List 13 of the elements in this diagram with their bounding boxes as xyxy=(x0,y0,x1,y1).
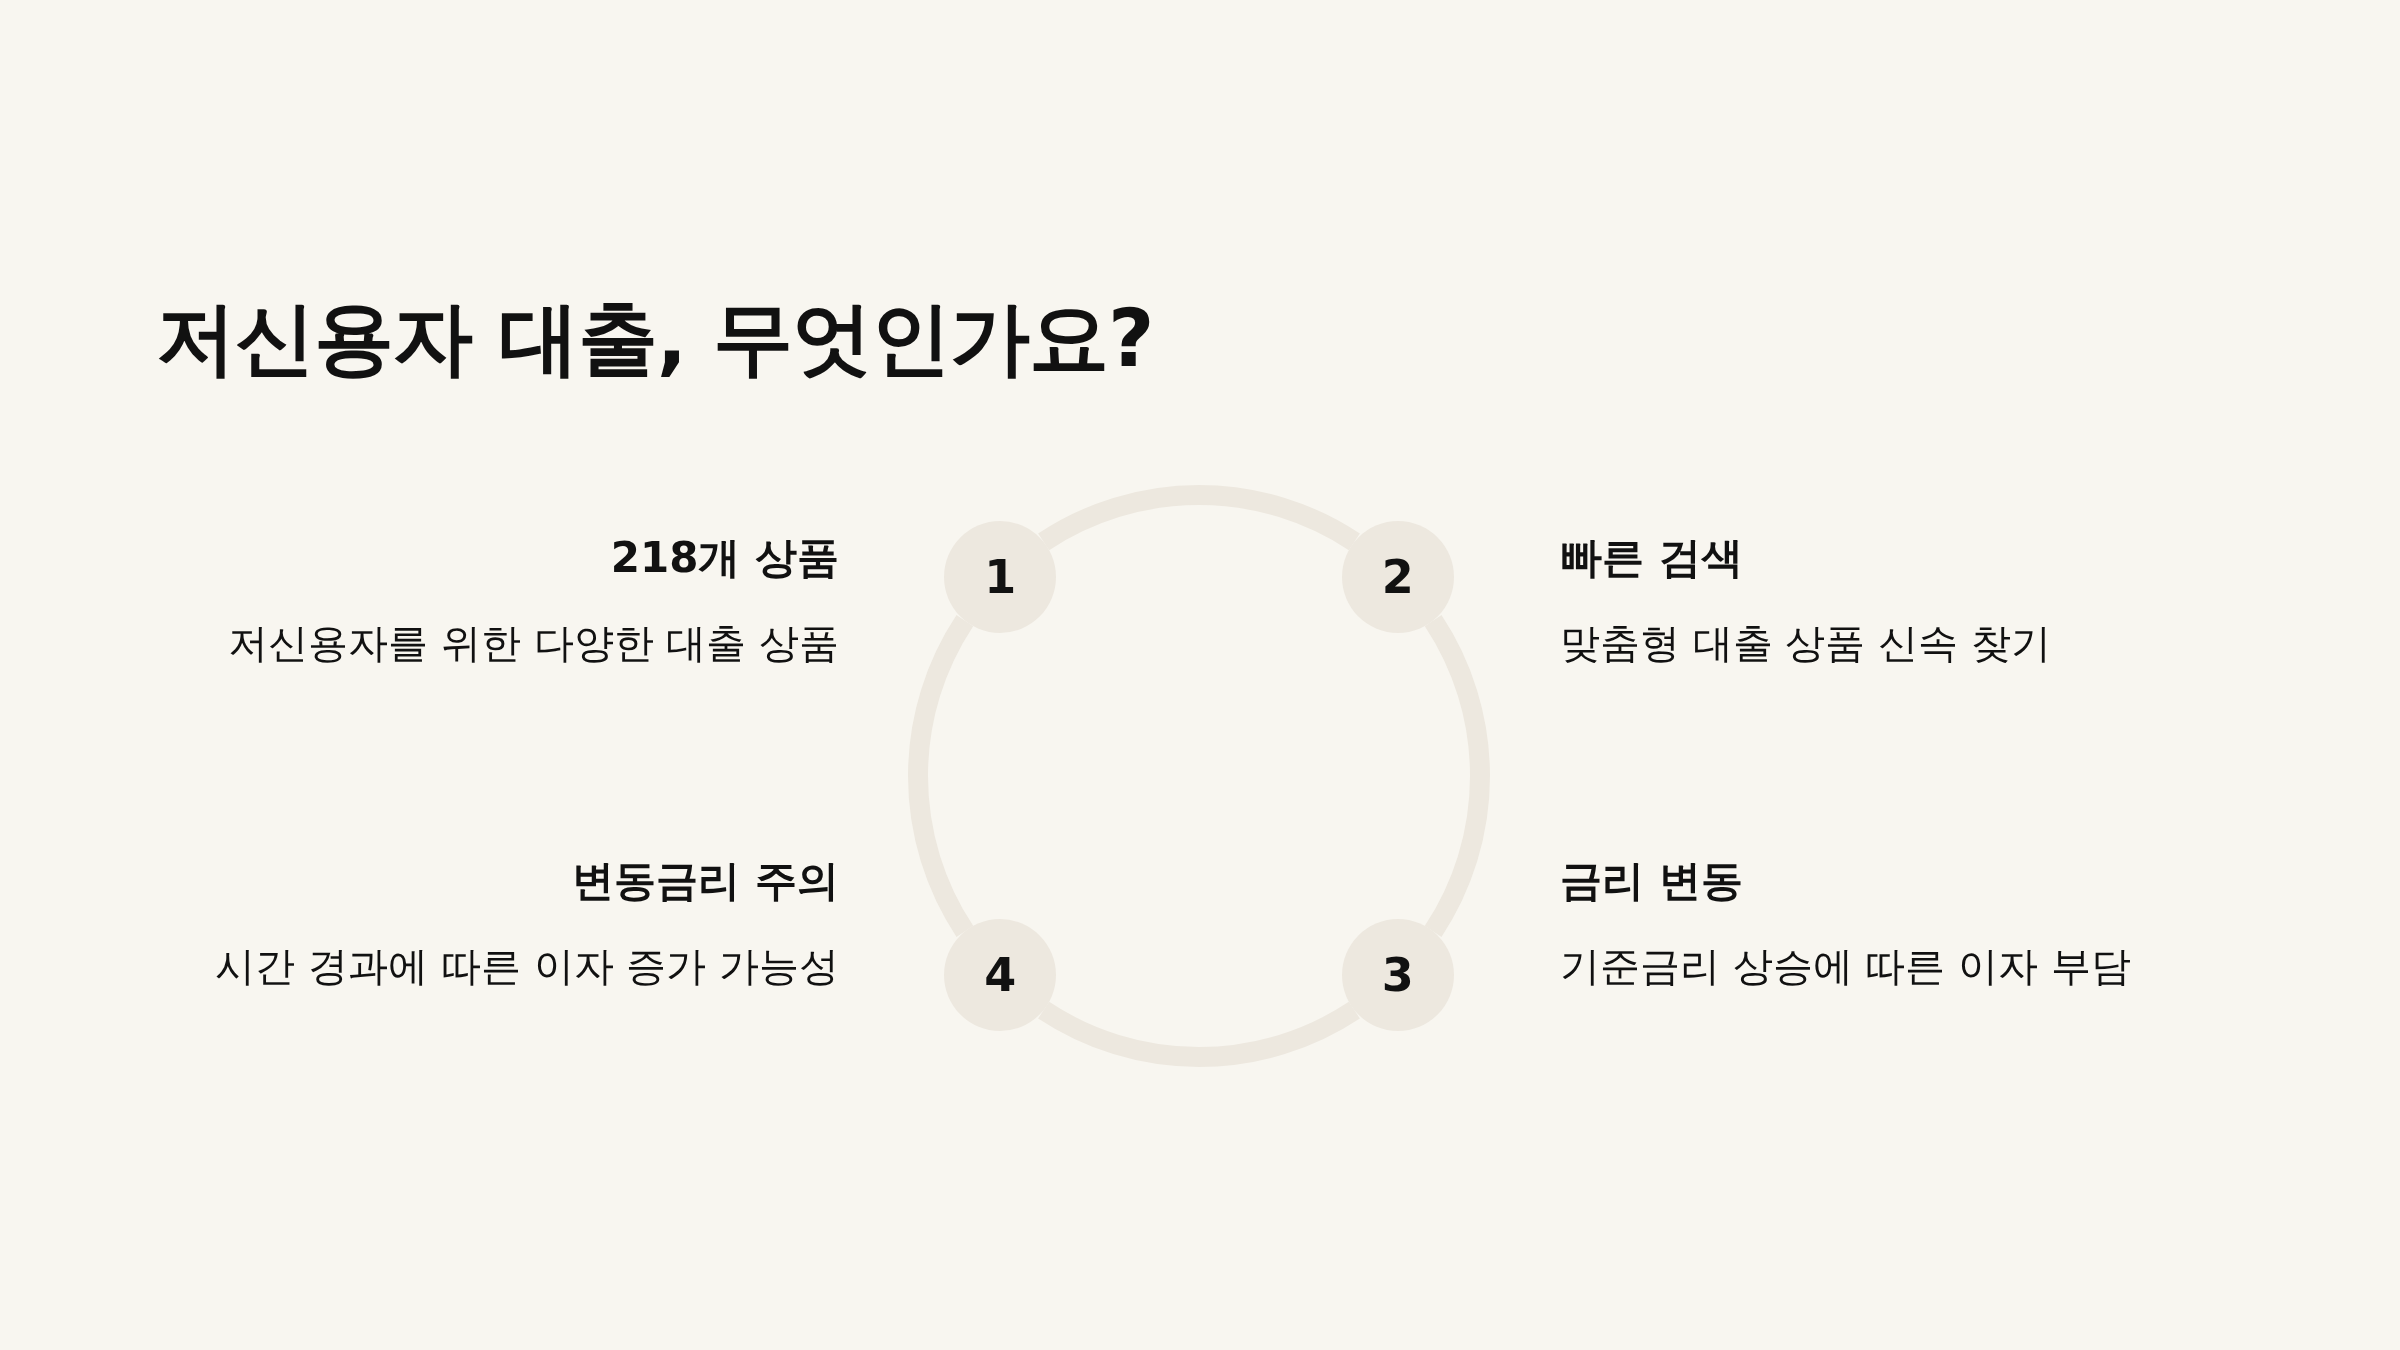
heading: 빠른 검색 xyxy=(1560,533,1743,584)
step-number: 3 xyxy=(1381,951,1414,998)
description: 맞춤형 대출 상품 신속 찾기 xyxy=(1560,619,2051,668)
heading: 218개 상품 xyxy=(610,533,839,584)
description: 시간 경과에 따른 이자 증가 가능성 xyxy=(215,942,839,991)
description: 기준금리 상승에 따른 이자 부담 xyxy=(1560,942,2131,991)
title: 저신용자 대출, 무엇인가요? xyxy=(156,291,1154,387)
step-number: 2 xyxy=(1381,554,1414,601)
step-number: 4 xyxy=(984,951,1017,998)
step-number: 1 xyxy=(984,554,1017,601)
heading: 변동금리 주의 xyxy=(572,856,839,907)
description: 저신용자를 위한 다양한 대출 상품 xyxy=(228,619,839,668)
heading: 금리 변동 xyxy=(1560,856,1743,907)
